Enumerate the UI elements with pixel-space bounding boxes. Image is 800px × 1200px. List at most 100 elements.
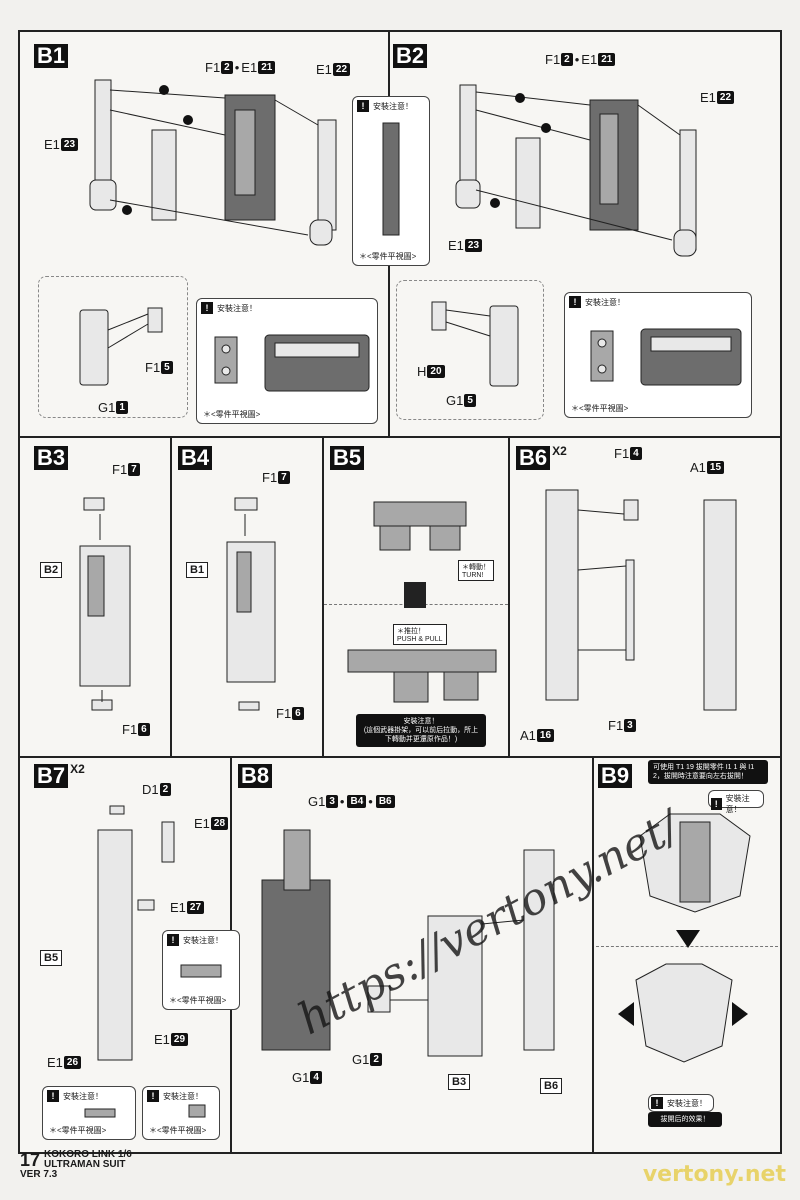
assembly-notice: !安裝注意！ — [648, 1094, 714, 1112]
warning-icon: ! — [357, 100, 369, 112]
warning-icon: ! — [147, 1090, 159, 1102]
step-label: B7 — [34, 764, 69, 788]
assembly-notice: !安裝注意！ — [708, 790, 764, 814]
page-number: 17 — [20, 1150, 41, 1170]
step-b4-illustration — [226, 497, 276, 711]
b9-result: 拔開后的效果！ — [648, 1112, 722, 1127]
step-badge-b3: B3 — [34, 446, 69, 470]
page-footer: 17 KOKORO LINK 1/6 ULTRAMAN SUIT VER 7.3 — [20, 1150, 142, 1180]
detail-illustration — [431, 301, 519, 387]
step-ref: B2 — [40, 562, 63, 578]
flat-view-caption: ＊<零件平視圖> — [571, 404, 629, 413]
part-letter: E1 — [241, 60, 258, 75]
part-number: 2 — [221, 61, 233, 74]
assembly-notice: ! 安裝注意！ ＊<零件平視圖> — [196, 298, 378, 424]
step-ref: B3 — [448, 1074, 471, 1090]
assembly-notice: !安裝注意！ ＊<零件平視圖> — [142, 1086, 220, 1140]
part-number: 21 — [258, 61, 276, 74]
step-label: B8 — [238, 764, 273, 788]
footer-title: KOKORO LINK 1/6 — [44, 1149, 132, 1160]
assembly-notice: !安裝注意！ ＊<零件平視圖> — [352, 96, 430, 266]
flat-view-caption: ＊<零件平視圖> — [149, 1126, 207, 1135]
divider — [20, 756, 780, 758]
warning-icon: ! — [167, 934, 179, 946]
flat-view-caption: ＊<零件平視圖> — [203, 410, 261, 419]
step-badge-b5: B5 — [330, 446, 365, 470]
step-badge-b2: B2 — [393, 44, 428, 68]
divider — [592, 758, 594, 1152]
down-arrow-icon — [676, 930, 700, 948]
step-badge-b9: B9 — [598, 764, 633, 788]
push-pull-tag: ＊推拉！PUSH & PULL — [393, 624, 447, 645]
assembly-notice: !安裝注意！ ＊<零件平視圖> — [564, 292, 752, 418]
footer-subtitle: ULTRAMAN SUIT VER 7.3 — [20, 1159, 126, 1180]
step-b5-illustration — [373, 501, 467, 551]
divider — [170, 438, 172, 758]
flat-view-caption: ＊<零件平視圖> — [359, 252, 417, 261]
assembly-notice: !安裝注意！ ＊<零件平視圖> — [162, 930, 240, 1010]
step-ref: B6 — [540, 1078, 563, 1094]
step-b3-illustration — [79, 497, 131, 711]
multiplier: X2 — [552, 444, 567, 458]
divider — [20, 436, 780, 438]
step-badge-b1: B1 — [34, 44, 69, 68]
turn-tag: ＊轉動！TURN! — [458, 560, 494, 581]
step-label: B5 — [330, 446, 365, 470]
step-label: B9 — [598, 764, 633, 788]
step-label: B4 — [178, 446, 213, 470]
assembly-notice: !安裝注意！ ＊<零件平視圖> — [42, 1086, 136, 1140]
step-badge-b8: B8 — [238, 764, 273, 788]
flat-view-caption: ＊<零件平視圖> — [49, 1126, 107, 1135]
step-b5-result — [347, 649, 497, 703]
down-arrow-icon — [404, 582, 426, 608]
b5-note: 安裝注意！(這個武器掛架，可以前后拉動，所上下轉動并更還原作品！) — [356, 714, 486, 747]
b9-instruction: 可使用 T1 19 拔開零件 I1 1 與 I1 2，拔開時注意要向左右拔開！ — [648, 760, 768, 784]
warning-icon: ! — [47, 1090, 59, 1102]
multiplier: X2 — [70, 762, 85, 776]
step-b8-illustration — [261, 829, 555, 1057]
warning-icon: ! — [569, 296, 581, 308]
step-b9-after — [618, 963, 748, 1063]
step-b7-illustration — [97, 805, 175, 1061]
step-label: B2 — [393, 44, 428, 68]
step-label: B6 — [516, 446, 551, 470]
step-b2-illustration — [455, 84, 697, 257]
notice-title: 安裝注意！ — [217, 303, 257, 313]
step-label: B3 — [34, 446, 69, 470]
part-letter: F1 — [205, 60, 221, 75]
step-badge-b4: B4 — [178, 446, 213, 470]
step-ref: B5 — [40, 950, 63, 966]
detail-callout — [38, 276, 188, 418]
step-b9-before — [639, 813, 751, 913]
step-label: B1 — [34, 44, 69, 68]
divider — [322, 438, 324, 758]
corner-watermark: vertony.net — [642, 1162, 786, 1187]
step-ref: B1 — [186, 562, 209, 578]
step-b6-illustration — [545, 489, 737, 711]
warning-icon: ! — [201, 302, 213, 314]
